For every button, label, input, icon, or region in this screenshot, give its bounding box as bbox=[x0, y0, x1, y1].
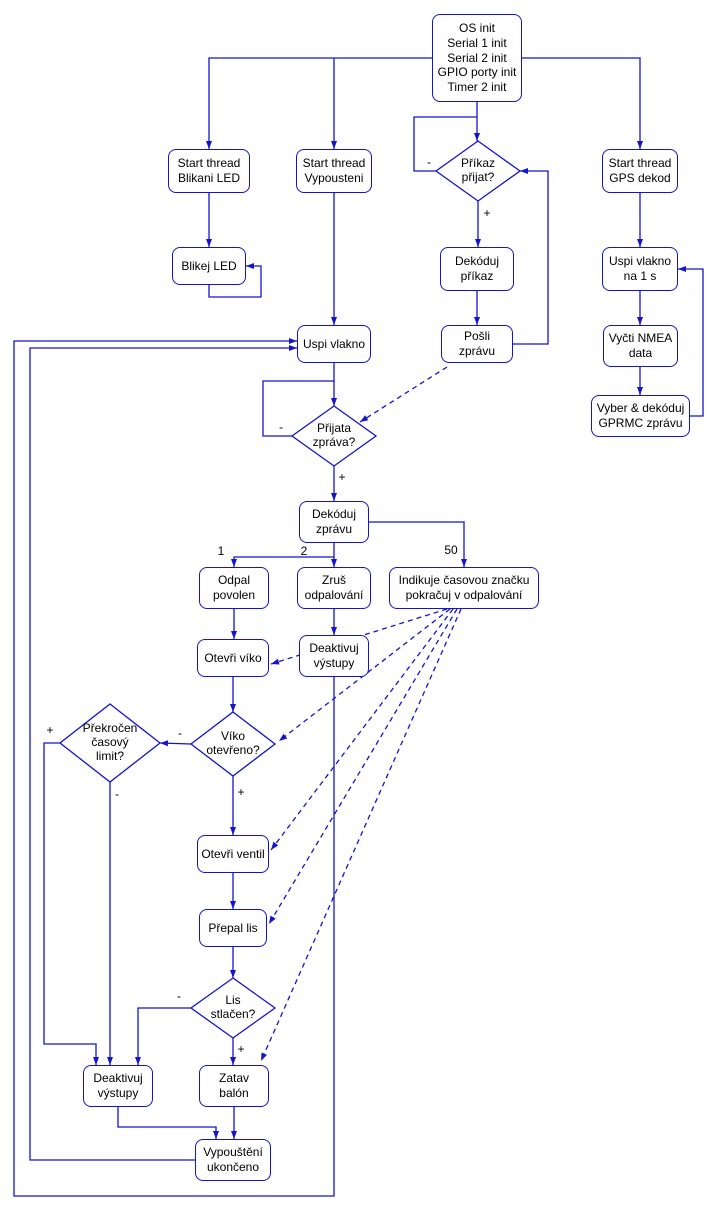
arrowhead-gps-to-uspi1s bbox=[637, 239, 643, 247]
arrowhead-viko-plus bbox=[230, 827, 236, 835]
arrowhead-indikuje-to-prepal-dashed bbox=[269, 915, 276, 924]
arrowhead-indikuje-to-ventil-dashed bbox=[271, 841, 279, 850]
arrowhead-init-to-vypousteni bbox=[331, 141, 337, 149]
edge-branch-1 bbox=[233, 543, 335, 567]
arrowhead-uspi-to-prijata bbox=[331, 398, 337, 406]
edge-prijata-minus-loop bbox=[262, 380, 334, 437]
edge-gprmc-loop-back bbox=[678, 268, 704, 417]
edge-konec-to-uspi bbox=[29, 347, 297, 1161]
arrowhead-init-to-gps bbox=[637, 141, 643, 149]
arrowhead-branch-1 bbox=[231, 559, 237, 567]
edge-posli-to-prijata-dashed bbox=[359, 366, 448, 423]
arrowhead-init-to-blikani bbox=[206, 141, 212, 149]
arrowhead-zatav-to-konec bbox=[231, 1131, 237, 1139]
node-shape-prijata-zprava bbox=[290, 405, 378, 467]
arrowhead-gprmc-loop-back bbox=[678, 266, 686, 272]
edge-deaktivuj2-to-konec bbox=[117, 1107, 217, 1139]
arrowhead-lis-minus bbox=[135, 1057, 141, 1065]
node-shape-prekrocen-casovy-limit bbox=[58, 703, 162, 783]
arrowhead-posli-to-prijata-dashed bbox=[360, 415, 369, 422]
edge-posli-loop-back bbox=[513, 170, 549, 345]
arrowhead-dekoduj-to-posli bbox=[474, 317, 480, 325]
arrowhead-posli-loop-back bbox=[520, 168, 528, 174]
edge-indikuje-to-zatav-dashed bbox=[260, 608, 462, 1062]
arrowhead-blikej-self-loop bbox=[246, 263, 254, 269]
arrowhead-prikaz-plus bbox=[475, 239, 481, 247]
edges-group bbox=[13, 57, 704, 1197]
arrowhead-uspi1s-to-nmea bbox=[637, 317, 643, 325]
node-shape-prikaz-prijat bbox=[434, 140, 522, 202]
arrowhead-viko-minus bbox=[160, 740, 169, 747]
arrowhead-prepal-to-lis bbox=[230, 970, 236, 978]
arrowhead-indikuje-to-viko-test-dashed bbox=[279, 733, 288, 741]
arrowhead-ventil-to-prepal bbox=[230, 901, 236, 909]
diamonds-group bbox=[58, 140, 522, 1039]
arrowhead-limit-plus bbox=[93, 1057, 99, 1065]
node-shape-viko-otevreno bbox=[189, 711, 277, 777]
arrowhead-branch-2 bbox=[331, 559, 337, 567]
edge-indikuje-to-viko-test-dashed bbox=[278, 608, 451, 742]
arrowhead-odpal-to-viko bbox=[231, 631, 237, 639]
arrowhead-vypousteni-to-uspi bbox=[331, 317, 337, 325]
edge-init-to-gps bbox=[522, 57, 641, 149]
arrowhead-prijata-plus bbox=[331, 493, 337, 501]
edge-lis-minus bbox=[137, 1007, 191, 1065]
arrowhead-nmea-to-gprmc bbox=[637, 387, 643, 395]
edge-deaktivuj1-to-uspi bbox=[13, 340, 335, 1197]
edge-blikej-self-loop bbox=[208, 265, 262, 298]
arrowhead-deaktivuj2-to-konec bbox=[213, 1131, 219, 1139]
edge-prikaz-minus-loop bbox=[413, 116, 477, 172]
arrowhead-lis-plus bbox=[230, 1057, 236, 1065]
arrowhead-branch-50 bbox=[461, 559, 467, 567]
arrowhead-konec-to-uspi bbox=[289, 345, 297, 351]
edge-init-to-blikani bbox=[208, 57, 432, 149]
edge-indikuje-to-otevri-viko-dashed bbox=[270, 608, 448, 665]
edge-branch-50 bbox=[369, 521, 465, 567]
arrowhead-zrus-to-deaktivuj1 bbox=[331, 627, 337, 635]
arrowhead-init-to-prikaz bbox=[474, 133, 480, 141]
arrowhead-blikani-to-blikej bbox=[206, 239, 212, 247]
arrowhead-indikuje-to-otevri-viko-dashed bbox=[271, 658, 280, 665]
edge-indikuje-to-ventil-dashed bbox=[270, 608, 454, 851]
arrowhead-indikuje-to-zatav-dashed bbox=[261, 1052, 267, 1061]
node-shape-lis-stlacen bbox=[189, 977, 277, 1039]
arrowhead-viko-to-test bbox=[230, 704, 236, 712]
arrowhead-deaktivuj1-to-uspi bbox=[289, 338, 297, 344]
edge-limit-plus bbox=[43, 742, 97, 1065]
edge-indikuje-to-prepal-dashed bbox=[268, 608, 458, 925]
arrowhead-limit-minus bbox=[107, 1057, 113, 1065]
